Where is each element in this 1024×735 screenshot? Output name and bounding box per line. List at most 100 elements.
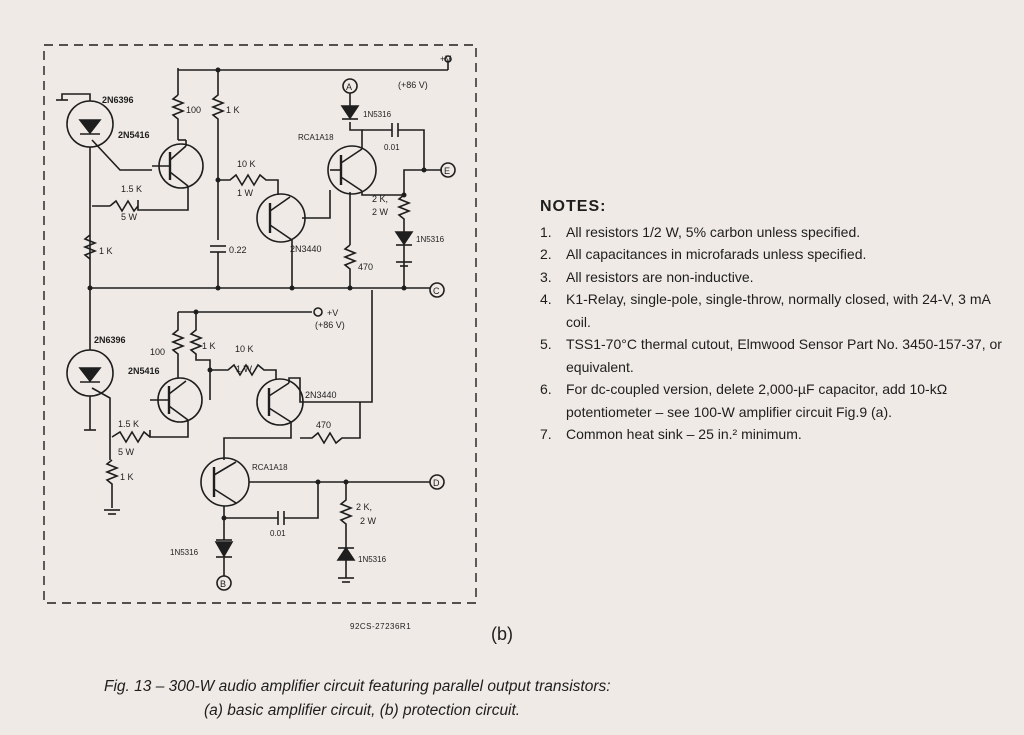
figure-caption: Fig. 13 – 300-W audio amplifier circuit … [104,675,611,723]
supply-value-top: (+86 V) [398,80,428,90]
resistor-100-top [170,94,186,140]
wire [169,145,187,161]
scr-bottom-symbol [78,367,102,383]
supply-label-top: +V [440,54,451,64]
d-bottom-b-label: 1N5316 [358,555,387,564]
note-number: 5. [540,336,552,352]
transistor-rca1a18-bottom [200,457,250,507]
q-mid-bottom-label: 2N3440 [305,390,337,400]
note-number: 4. [540,291,552,307]
note-text: All resistors are non-inductive. [566,268,754,285]
resistor-1k-bottom [188,312,211,400]
diode-bottom-a [214,541,234,558]
note-text: All resistors 1/2 W, 5% carbon unless sp… [566,223,861,240]
wire [91,387,111,460]
transistor-2n3440-top [256,193,306,243]
scr-top-symbol [78,119,102,135]
r2k-bottom-w: 2 W [360,516,377,526]
diode-bottom-b [336,546,356,561]
terminal-e [440,162,456,178]
d-top-a-label: 1N5316 [363,110,392,119]
notes-list: 1. All resistors 1/2 W, 5% carbon unless … [540,221,1010,446]
terminal-e-label: E [444,166,450,176]
wire [61,93,91,101]
note-text: K1-Relay, single-pole, single-throw, nor… [566,291,991,330]
wire [284,482,319,519]
resistor-10k-top [218,173,279,195]
r1k-left-top-label: 1 K [99,246,113,256]
r10k-top-label: 10 K [237,159,256,169]
note-number: 3. [540,268,552,285]
wire [213,461,237,476]
r2k-top-label: 2 K, [372,194,388,204]
wire [268,382,290,397]
note-item: 2.All capacitances in microfarads unless… [540,243,1010,266]
note-text: TSS1-70°C thermal cutout, Elmwood Sensor… [566,336,1002,375]
r15k-bottom-label: 1.5 K [118,419,139,429]
caption-line-1: Fig. 13 – 300-W audio amplifier circuit … [104,678,611,695]
wire [302,190,331,219]
resistor-2k-bottom [338,482,354,548]
r2k-bottom-label: 2 K, [356,502,372,512]
resistor-2k-top [396,194,412,232]
resistor-1k-left-top [82,234,98,260]
r1k-bottom-label: 1 K [202,341,216,351]
note-number: 6. [540,381,552,397]
q-out-top-label: RCA1A18 [298,133,334,142]
q-driver-top-label: 2N5416 [118,130,150,140]
r470-bottom-label: 470 [316,420,331,430]
subfigure-label: (b) [491,624,513,644]
resistor-1-5k-bottom [111,430,151,444]
note-number: 1. [540,223,552,240]
wire [398,129,425,170]
resistor-470-top [342,244,358,288]
terminal-a-label: A [346,82,352,92]
note-item: 3. All resistors are non-inductive. [540,266,1010,289]
note-text: Common heat sink – 25 in.² minimum. [566,426,802,442]
wire [269,224,293,241]
notes-title: NOTES: [540,198,607,215]
d-top-b-label: 1N5316 [416,235,445,244]
wire [168,380,187,395]
r100-top-label: 100 [186,105,201,115]
note-item: 6. For dc-coupled version, delete 2,000-µ… [540,378,1010,423]
diode-top-a [340,105,360,120]
wire [349,122,363,149]
wire [149,420,189,438]
terminal-d-label: D [433,478,440,488]
r10k-bottom-w: 1 W [236,364,253,374]
scr-top-label: 2N6396 [102,95,134,105]
wire [169,171,189,187]
scr-bottom-label: 2N6396 [94,335,126,345]
wire [223,506,278,519]
wire [268,407,292,423]
notes-block: NOTES: 1. All resistors 1/2 W, 5% carbon … [540,196,1010,446]
r100-bottom-label: 100 [150,347,165,357]
terminal-b [216,575,232,591]
resistor-470-bottom [300,402,361,445]
c022-label: 0.22 [229,245,247,255]
supply-terminal-top [444,55,452,63]
note-item: 5. TSS1-70°C thermal cutout, Elmwood Sens… [540,333,1010,378]
note-item: 1. All resistors 1/2 W, 5% carbon unless … [540,221,1010,244]
terminal-c [429,282,445,298]
r2k-top-w: 2 W [372,207,389,217]
d-bottom-a-label: 1N5316 [170,548,199,557]
note-item: 7. Common heat sink – 25 in.² minimum. [540,423,1010,446]
supply-terminal-mid [313,307,323,317]
resistor-1k-top [210,70,226,240]
supply-value-mid: (+86 V) [315,320,345,330]
r15k-top-w: 5 W [121,212,138,222]
q-mid-top-label: 2N3440 [290,244,322,254]
note-item: 4. K1-Relay, single-pole, single-throw, n… [540,288,1010,333]
note-text: For dc-coupled version, delete 2,000-µF … [566,381,948,420]
wire [340,148,363,164]
wire [361,169,442,196]
note-number: 7. [540,426,552,442]
q-out-bottom-label: RCA1A18 [252,463,288,472]
note-text: All capacitances in microfarads unless s… [566,246,867,262]
transistor-2n3440-bottom [256,378,304,426]
c001-bottom-label: 0.01 [270,529,286,538]
